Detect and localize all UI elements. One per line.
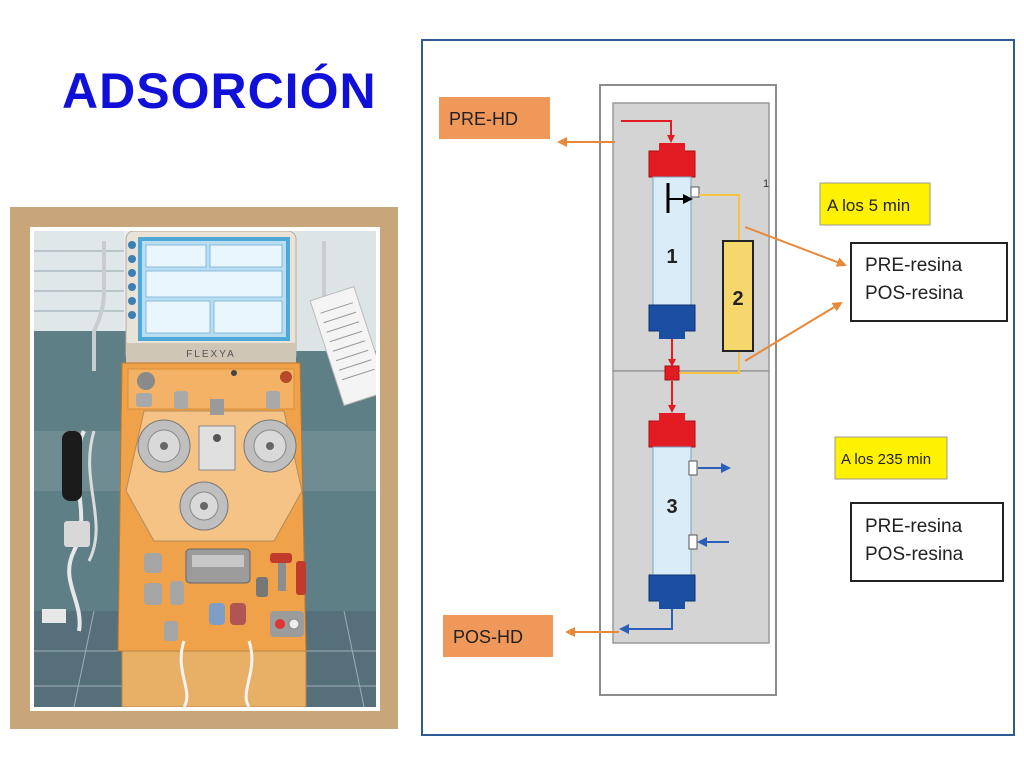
blood-pump-left [137,419,191,473]
inlet-line [621,120,675,143]
slide-title: ADSORCIÓN [62,63,377,119]
cartridge-3: 3 [648,413,731,609]
cartridge-1-number: 1 [666,246,677,268]
small-mark: 1 [763,178,769,190]
middle-connector [664,365,680,381]
dialysis-machine-illustration: FLEXYA [34,231,376,707]
pos-hd-text: POS-HD [453,627,523,647]
cartridge-2: 2 [722,240,754,352]
blood-pump-right [243,419,297,473]
cartridge-2-number: 2 [732,288,743,310]
at-5-min-label [819,182,931,226]
schematic-diagram: 1 PRE-HD 1 2 [421,39,1015,736]
pre-hd-label [439,97,550,139]
arrow-to-box-1-b [744,301,843,362]
adsorption-schematic: 1 PRE-HD 1 2 [439,84,1008,696]
at-235-min-label [834,436,948,480]
cartridge-3-number: 3 [666,496,677,518]
arrow-to-box-1-a [744,226,847,267]
outlet-line [619,609,673,634]
sample-box-5-min [850,242,1008,322]
box-1-line-1: PRE-resina [865,255,963,276]
pre-hd-text: PRE-HD [449,109,518,129]
cartridge-1: 1 [648,143,700,339]
blood-pump-center [179,481,229,531]
at-235-min-text: A los 235 min [841,451,931,468]
machine-photo: FLEXYA [30,227,380,711]
pos-hd-label [443,615,553,657]
machine-brand-label: FLEXYA [186,349,236,360]
box-2-line-2: POS-resina [865,544,964,565]
box-2-line-1: PRE-resina [865,516,963,537]
box-1-line-2: POS-resina [865,283,964,304]
at-5-min-text: A los 5 min [827,196,910,215]
photo-frame: FLEXYA [10,207,398,729]
sample-box-235-min [850,502,1004,582]
